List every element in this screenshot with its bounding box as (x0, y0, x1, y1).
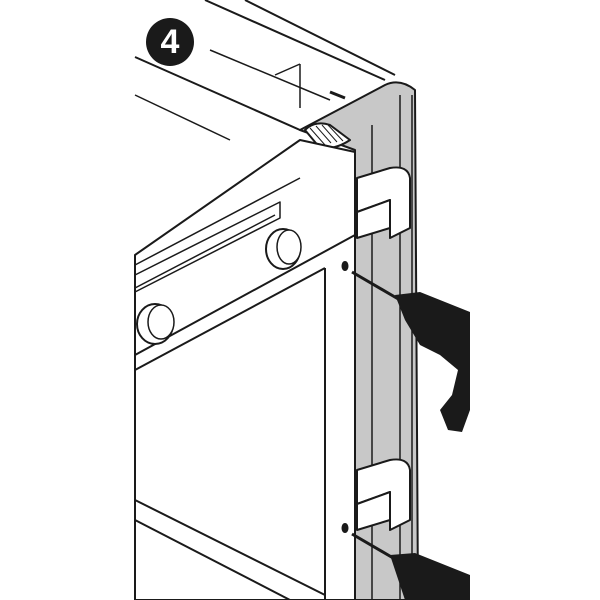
step-number-badge: 4 (146, 18, 194, 66)
power-drill (390, 292, 470, 600)
cabinet-front (134, 139, 356, 600)
cabinet-top (134, 0, 396, 141)
hinge-bracket (356, 166, 411, 531)
